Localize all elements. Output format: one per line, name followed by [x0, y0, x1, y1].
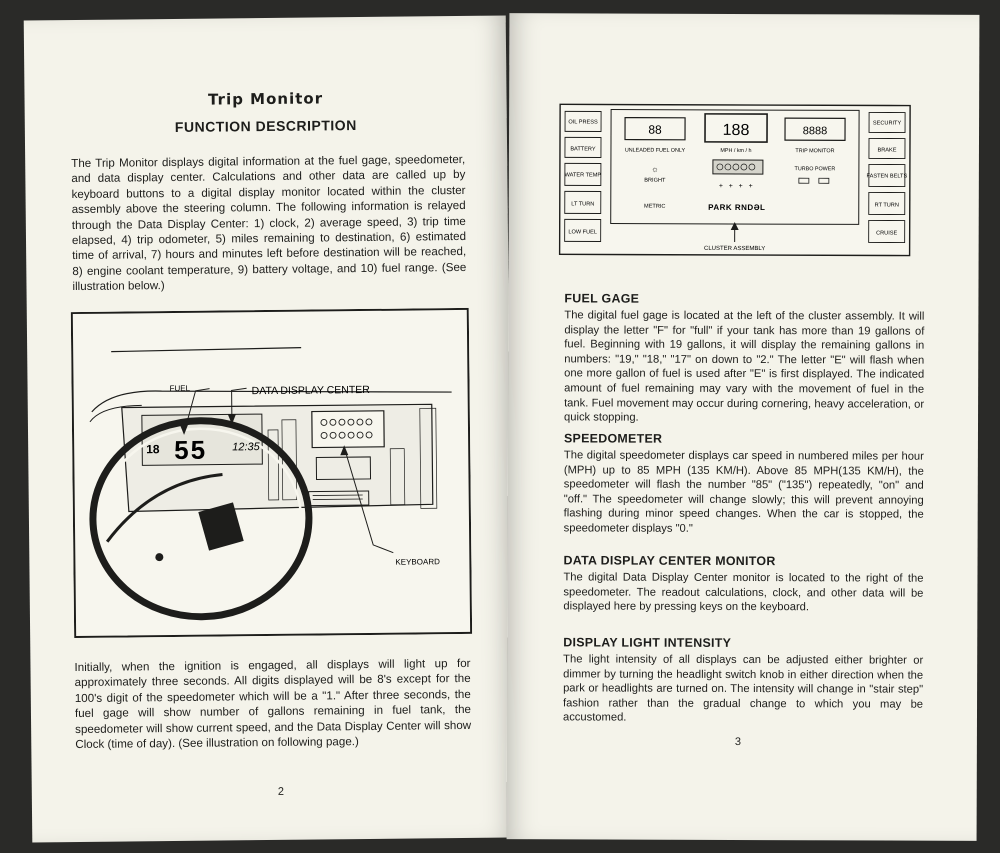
svg-text:+ + + +: + + + + [719, 183, 753, 190]
outro-paragraph: Initially, when the ignition is engaged,… [74, 656, 472, 752]
indicator-fasten-belts: FASTEN BELTS [867, 173, 908, 179]
page-number: 2 [277, 785, 284, 798]
indicator-lt-turn: LT TURN [571, 201, 594, 207]
indicator-battery: BATTERY [570, 146, 596, 152]
left-page: Trip Monitor FUNCTION DESCRIPTION The Tr… [23, 15, 515, 843]
speed-digits: 55 [174, 435, 207, 465]
section-body-fuel-gage: The digital fuel gage is located at the … [564, 309, 925, 424]
page-subtitle: FUNCTION DESCRIPTION [174, 117, 357, 135]
right-page: OIL PRESS BATTERY WATER TEMP LT TURN LOW… [506, 13, 980, 841]
page-number: 3 [734, 735, 742, 748]
indicator-low-fuel: LOW FUEL [568, 229, 597, 235]
speed-caption: MPH / km / h [720, 148, 751, 154]
indicator-brake: BRAKE [877, 147, 896, 153]
indicator-water-temp: WATER TEMP [565, 172, 602, 178]
bright-icon: ☼ [651, 165, 658, 174]
indicator-rt-turn: RT TURN [875, 202, 899, 208]
section-body-light-intensity: The light intensity of all displays can … [562, 653, 924, 724]
dashboard-illustration: FUEL DATA DISPLAY CENTER KEYBOARD 18 55 … [70, 307, 473, 639]
keyboard-callout-label: KEYBOARD [395, 557, 440, 566]
fuel-digits: 18 [146, 442, 160, 456]
cluster-fuel-digits: 88 [648, 123, 662, 137]
intro-paragraph: The Trip Monitor displays digital inform… [71, 152, 467, 294]
indicator-oil-press: OIL PRESS [568, 119, 598, 125]
cluster-speed-digits: 188 [723, 122, 750, 139]
cluster-diagram: OIL PRESS BATTERY WATER TEMP LT TURN LOW… [558, 103, 912, 264]
section-body-speedometer: The digital speedometer displays car spe… [563, 449, 924, 535]
cluster-trip-digits: 8888 [803, 125, 828, 137]
gear-indicator: PARK RNDƏL [708, 203, 765, 212]
indicator-cruise: CRUISE [876, 230, 897, 236]
ddc-callout-label: DATA DISPLAY CENTER [252, 384, 371, 397]
page-title: Trip Monitor [207, 89, 324, 109]
section-heading-light-intensity: DISPLAY LIGHT INTENSITY [563, 635, 732, 650]
cluster-caption: CLUSTER ASSEMBLY [704, 246, 765, 252]
section-heading-fuel-gage: FUEL GAGE [564, 291, 640, 306]
fuel-callout-label: FUEL [170, 384, 191, 393]
keyboard-block [311, 410, 385, 449]
bright-label: BRIGHT [644, 178, 666, 184]
metric-label: METRIC [644, 204, 665, 210]
section-body-ddc-monitor: The digital Data Display Center monitor … [563, 571, 924, 614]
section-heading-speedometer: SPEEDOMETER [563, 431, 663, 446]
indicator-security: SECURITY [873, 120, 902, 126]
trip-caption: TRIP MONITOR [795, 148, 834, 154]
section-heading-ddc-monitor: DATA DISPLAY CENTER MONITOR [563, 553, 776, 569]
turbo-label: TURBO POWER [795, 166, 836, 172]
clock-digits: 12:35 [232, 441, 261, 453]
fuel-caption: UNLEADED FUEL ONLY [625, 148, 686, 154]
